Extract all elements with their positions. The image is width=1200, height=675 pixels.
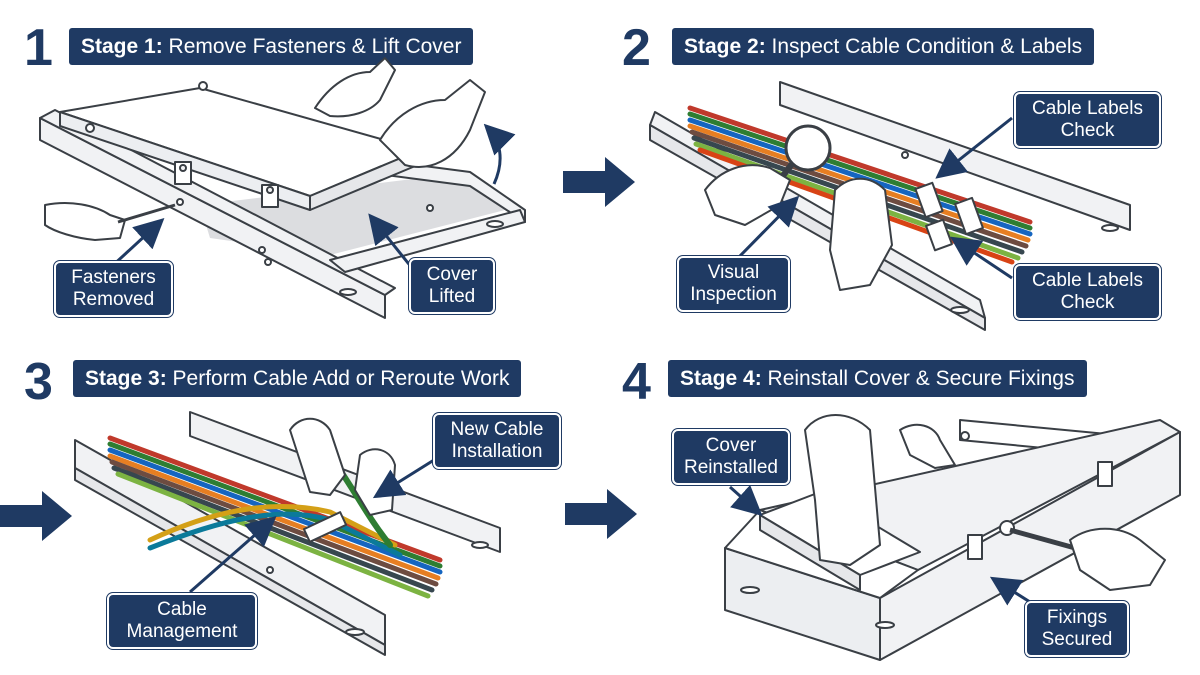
stage-2-title: Stage 2: Inspect Cable Condition & Label… bbox=[672, 28, 1095, 65]
hand-icon bbox=[314, 57, 396, 118]
stage-4-title-prefix: Stage 4: bbox=[680, 367, 762, 390]
stage-1-title: Stage 1: Remove Fasteners & Lift Cover bbox=[69, 28, 474, 65]
stage-3-title: Stage 3: Perform Cable Add or Reroute Wo… bbox=[73, 360, 522, 397]
callout-cable-labels-check: Cable Labels Check bbox=[1014, 264, 1161, 320]
stage-3-number: 3 bbox=[24, 353, 53, 411]
stage-4-title: Stage 4: Reinstall Cover & Secure Fixing… bbox=[668, 360, 1087, 397]
flow-arrow-icon bbox=[563, 157, 635, 207]
callout-cable-labels-check: Cable Labels Check bbox=[1014, 92, 1161, 148]
callout-new-cable-installation: New Cable Installation bbox=[433, 413, 561, 469]
callout-fixings-secured: Fixings Secured bbox=[1025, 601, 1129, 657]
stage-3-illustration bbox=[74, 411, 501, 656]
stage-4-title-text: Reinstall Cover & Secure Fixings bbox=[761, 367, 1075, 390]
stage-3-title-prefix: Stage 3: bbox=[85, 367, 167, 390]
lift-arrow-icon bbox=[483, 123, 516, 185]
callout-visual-inspection: Visual Inspection bbox=[677, 256, 790, 312]
callout-cover-reinstalled: Cover Reinstalled bbox=[672, 429, 790, 485]
flow-arrow-icon bbox=[0, 491, 72, 541]
stage-1-title-prefix: Stage 1: bbox=[81, 35, 163, 58]
callout-fasteners-removed: Fasteners Removed bbox=[54, 261, 173, 317]
stage-2-number: 2 bbox=[622, 19, 651, 77]
stage-2-title-text: Inspect Cable Condition & Labels bbox=[765, 35, 1083, 58]
wrench-icon bbox=[1009, 527, 1076, 551]
screwdriver-icon bbox=[117, 203, 176, 224]
stage-3-title-text: Perform Cable Add or Reroute Work bbox=[166, 367, 510, 390]
stage-2-title-prefix: Stage 2: bbox=[684, 35, 766, 58]
stage-1-title-text: Remove Fasteners & Lift Cover bbox=[162, 35, 462, 58]
stage-4-number: 4 bbox=[622, 353, 651, 411]
callout-cable-management: Cable Management bbox=[107, 593, 257, 649]
flow-arrow-icon bbox=[565, 489, 637, 539]
callout-cover-lifted: Cover Lifted bbox=[409, 258, 495, 314]
stage-4-illustration bbox=[724, 414, 1181, 661]
stage-1-number: 1 bbox=[24, 19, 53, 77]
stage-1-illustration bbox=[39, 57, 526, 319]
